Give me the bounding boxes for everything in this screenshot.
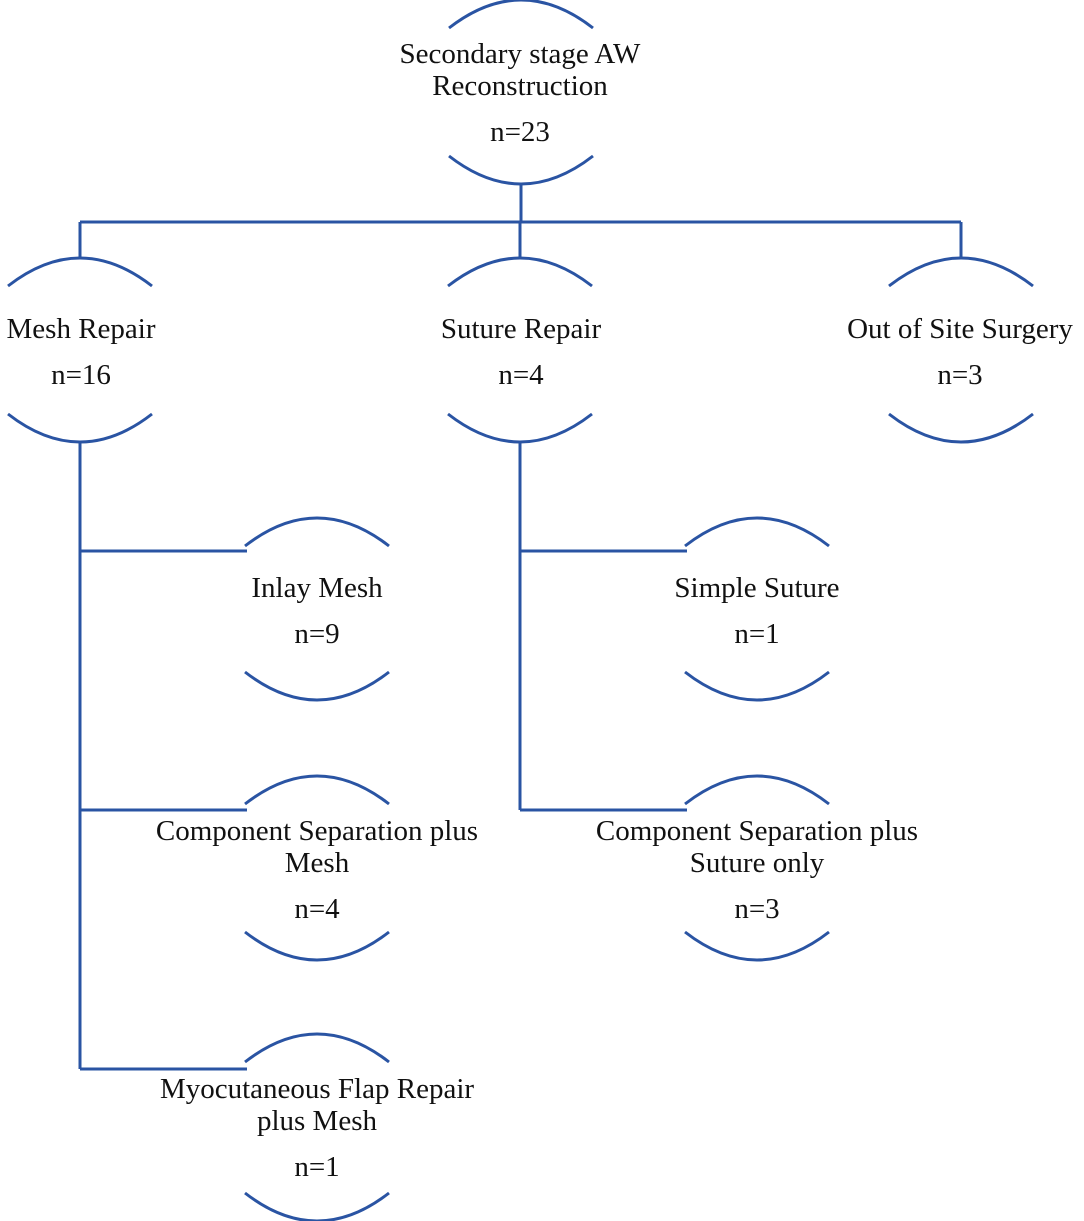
connector-lines (78, 184, 963, 1071)
node-component-sep-suture: Component Separation plus Suture only n=… (577, 815, 937, 925)
component-sep-mesh-bracket-top-arc (244, 774, 390, 806)
inlay-mesh-bracket-bottom-arc (244, 670, 390, 702)
inlay-mesh-bracket-top-arc (244, 516, 390, 548)
node-component-sep-mesh-count: n=4 (294, 893, 340, 925)
node-inlay-mesh-count: n=9 (294, 618, 340, 650)
node-inlay-mesh-label: Inlay Mesh (251, 572, 383, 604)
mesh-repair-bracket-top-arc (7, 256, 153, 288)
node-mesh-repair-label: Mesh Repair (6, 313, 156, 345)
node-myocutaneous-flap-label: Myocutaneous Flap Repair plus Mesh (159, 1073, 475, 1137)
node-mesh-repair: Mesh Repair n=16 (0, 313, 162, 391)
component-sep-suture-bracket-bottom-arc (684, 930, 830, 962)
node-suture-repair-label: Suture Repair (440, 313, 602, 345)
node-component-sep-mesh: Component Separation plus Mesh n=4 (137, 815, 497, 925)
node-inlay-mesh: Inlay Mesh n=9 (197, 572, 437, 650)
node-root: Secondary stage AW Reconstruction n=23 (330, 38, 710, 148)
out-of-site-bracket-top-arc (888, 256, 1034, 288)
component-sep-mesh-bracket-bottom-arc (244, 930, 390, 962)
suture-repair-bracket-bottom-arc (447, 412, 593, 444)
mesh-repair-bracket-bottom-arc (7, 412, 153, 444)
node-simple-suture-label: Simple Suture (674, 572, 840, 604)
node-out-of-site: Out of Site Surgery n=3 (836, 313, 1084, 391)
node-myocutaneous-flap: Myocutaneous Flap Repair plus Mesh n=1 (137, 1073, 497, 1183)
node-component-sep-suture-count: n=3 (734, 893, 780, 925)
node-out-of-site-count: n=3 (937, 359, 983, 391)
simple-suture-bracket-top-arc (684, 516, 830, 548)
node-root-count: n=23 (490, 116, 550, 148)
node-out-of-site-label: Out of Site Surgery (847, 313, 1073, 345)
myocutaneous-flap-bracket-bottom-arc (244, 1191, 390, 1221)
node-myocutaneous-flap-count: n=1 (294, 1151, 340, 1183)
component-sep-suture-bracket-top-arc (684, 774, 830, 806)
node-brackets (7, 0, 1034, 1221)
node-root-label: Secondary stage AW Reconstruction (399, 38, 641, 102)
node-simple-suture-count: n=1 (734, 618, 780, 650)
out-of-site-bracket-bottom-arc (888, 412, 1034, 444)
root-bracket-top-arc (448, 0, 594, 30)
node-mesh-repair-count: n=16 (51, 359, 111, 391)
myocutaneous-flap-bracket-top-arc (244, 1032, 390, 1064)
simple-suture-bracket-bottom-arc (684, 670, 830, 702)
node-suture-repair-count: n=4 (498, 359, 544, 391)
suture-repair-bracket-top-arc (447, 256, 593, 288)
node-suture-repair: Suture Repair n=4 (400, 313, 642, 391)
root-bracket-bottom-arc (448, 154, 594, 186)
node-component-sep-mesh-label: Component Separation plus Mesh (155, 815, 479, 879)
node-simple-suture: Simple Suture n=1 (637, 572, 877, 650)
node-component-sep-suture-label: Component Separation plus Suture only (595, 815, 919, 879)
